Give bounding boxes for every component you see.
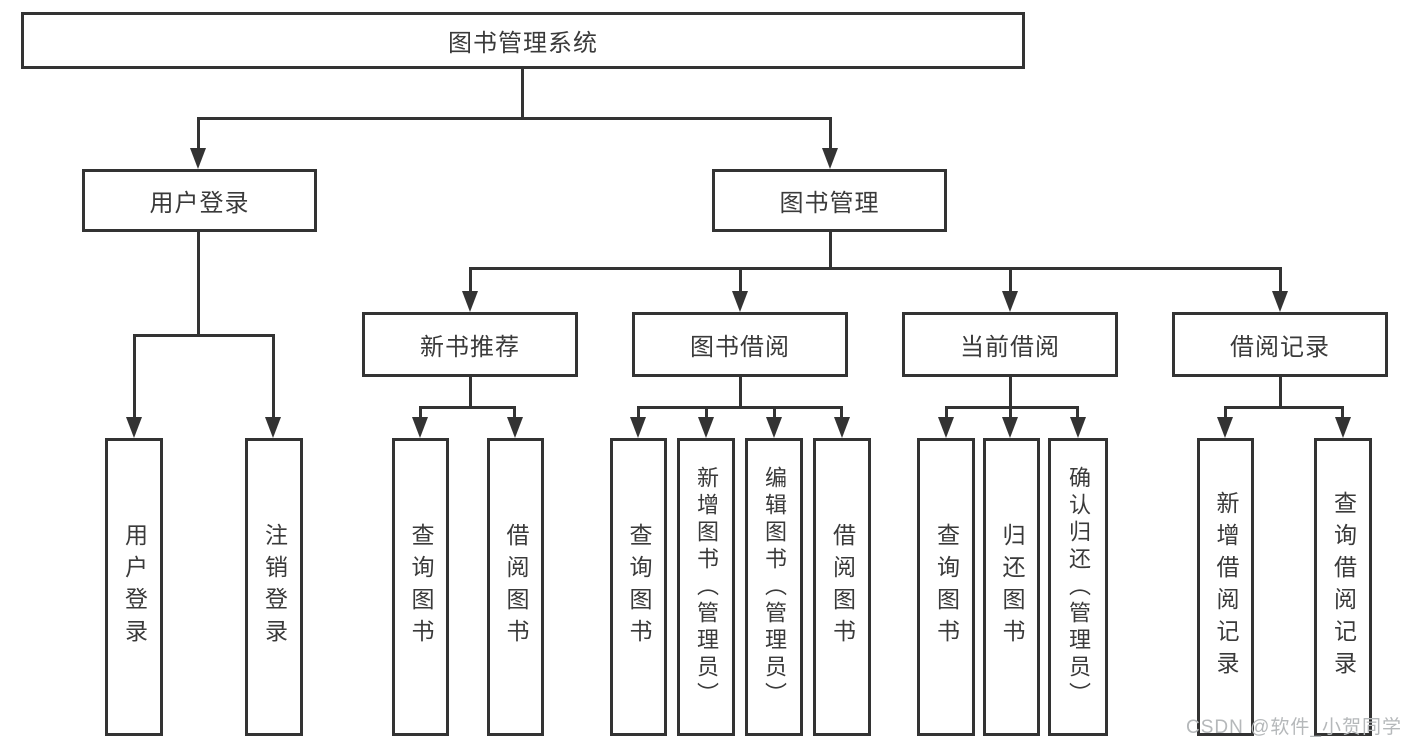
leaf-add-books-admin: 新增图书（管理员） <box>677 438 735 736</box>
arrow-down-icon <box>1070 417 1086 438</box>
connector-line <box>1009 377 1012 408</box>
arrow-down-icon <box>462 291 478 312</box>
leaf-recommend-query-books-label: 查询图书 <box>408 523 434 651</box>
node-current-borrow: 当前借阅 <box>902 312 1118 377</box>
connector-line <box>1279 377 1282 408</box>
leaf-borrow-books-label: 借阅图书 <box>829 523 856 651</box>
leaf-edit-books-admin-label: 编辑图书（管理员） <box>762 465 787 709</box>
connector-line <box>829 232 832 270</box>
leaf-current-query-books: 查询图书 <box>917 438 975 736</box>
arrow-down-icon <box>630 417 646 438</box>
connector-line <box>469 377 472 408</box>
arrow-down-icon <box>126 417 142 438</box>
leaf-confirm-return-admin-label: 确认归还（管理员） <box>1066 465 1091 709</box>
connector-line <box>705 406 708 419</box>
arrow-down-icon <box>834 417 850 438</box>
leaf-logout-label: 注销登录 <box>261 523 288 651</box>
connector-line <box>197 117 831 120</box>
connector-line <box>739 377 742 408</box>
leaf-borrow-query-books: 查询图书 <box>610 438 667 736</box>
leaf-borrow-query-books-label: 查询图书 <box>626 523 652 651</box>
connector-line <box>637 406 843 409</box>
leaf-borrow-books: 借阅图书 <box>813 438 871 736</box>
leaf-add-borrow-record-label: 新增借阅记录 <box>1213 491 1239 683</box>
connector-line <box>469 267 472 293</box>
node-root-label: 图书管理系统 <box>448 30 598 57</box>
connector-line <box>1076 406 1079 419</box>
leaf-add-books-admin-label: 新增图书（管理员） <box>694 465 719 709</box>
leaf-logout: 注销登录 <box>245 438 303 736</box>
leaf-recommend-borrow-books-label: 借阅图书 <box>503 523 529 651</box>
node-current-borrow-label: 当前借阅 <box>960 334 1060 361</box>
node-borrow-records: 借阅记录 <box>1172 312 1388 377</box>
arrow-down-icon <box>766 417 782 438</box>
arrow-down-icon <box>732 291 748 312</box>
node-user-login-label: 用户登录 <box>149 190 250 217</box>
node-book-management: 图书管理 <box>712 169 947 232</box>
connector-line <box>1009 406 1012 419</box>
leaf-query-borrow-record: 查询借阅记录 <box>1314 438 1372 736</box>
node-user-login: 用户登录 <box>82 169 317 232</box>
connector-line <box>945 406 1079 409</box>
arrow-down-icon <box>1272 291 1288 312</box>
connector-line <box>513 406 516 419</box>
node-root: 图书管理系统 <box>21 12 1025 69</box>
leaf-user-login-label: 用户登录 <box>121 523 148 651</box>
arrow-down-icon <box>698 417 714 438</box>
leaf-return-books: 归还图书 <box>983 438 1040 736</box>
arrow-down-icon <box>822 148 838 169</box>
arrow-down-icon <box>412 417 428 438</box>
leaf-query-borrow-record-label: 查询借阅记录 <box>1330 491 1357 683</box>
arrow-down-icon <box>1002 291 1018 312</box>
csdn-watermark: CSDN @软件_小贺同学 <box>1186 717 1402 738</box>
arrow-down-icon <box>1335 417 1351 438</box>
connector-line <box>469 267 1281 270</box>
node-new-book-recommend-label: 新书推荐 <box>420 334 520 361</box>
arrow-down-icon <box>938 417 954 438</box>
arrow-down-icon <box>507 417 523 438</box>
node-book-borrow: 图书借阅 <box>632 312 848 377</box>
arrow-down-icon <box>190 148 206 169</box>
connector-line <box>1224 406 1344 409</box>
arrow-down-icon <box>1002 417 1018 438</box>
leaf-add-borrow-record: 新增借阅记录 <box>1197 438 1254 736</box>
node-book-management-label: 图书管理 <box>779 190 880 217</box>
connector-line <box>829 117 832 150</box>
node-borrow-records-label: 借阅记录 <box>1230 334 1330 361</box>
connector-line <box>773 406 776 419</box>
connector-line <box>840 406 843 419</box>
connector-line <box>1341 406 1344 419</box>
arrow-down-icon <box>1217 417 1233 438</box>
connector-line <box>419 406 516 409</box>
connector-line <box>945 406 948 419</box>
leaf-return-books-label: 归还图书 <box>999 523 1025 651</box>
leaf-confirm-return-admin: 确认归还（管理员） <box>1048 438 1108 736</box>
connector-line <box>1279 267 1282 293</box>
leaf-recommend-query-books: 查询图书 <box>392 438 449 736</box>
leaf-recommend-borrow-books: 借阅图书 <box>487 438 544 736</box>
connector-line <box>133 334 274 337</box>
leaf-user-login: 用户登录 <box>105 438 163 736</box>
leaf-current-query-books-label: 查询图书 <box>933 523 960 651</box>
connector-line <box>1009 267 1012 293</box>
connector-line <box>272 334 275 419</box>
arrow-down-icon <box>265 417 281 438</box>
connector-line <box>133 334 136 419</box>
connector-line <box>521 69 524 118</box>
node-book-borrow-label: 图书借阅 <box>690 334 790 361</box>
connector-line <box>637 406 640 419</box>
connector-line <box>739 267 742 293</box>
connector-line <box>197 117 200 150</box>
connector-line <box>197 232 200 337</box>
leaf-edit-books-admin: 编辑图书（管理员） <box>745 438 803 736</box>
connector-line <box>419 406 422 419</box>
node-new-book-recommend: 新书推荐 <box>362 312 578 377</box>
connector-line <box>1224 406 1227 419</box>
